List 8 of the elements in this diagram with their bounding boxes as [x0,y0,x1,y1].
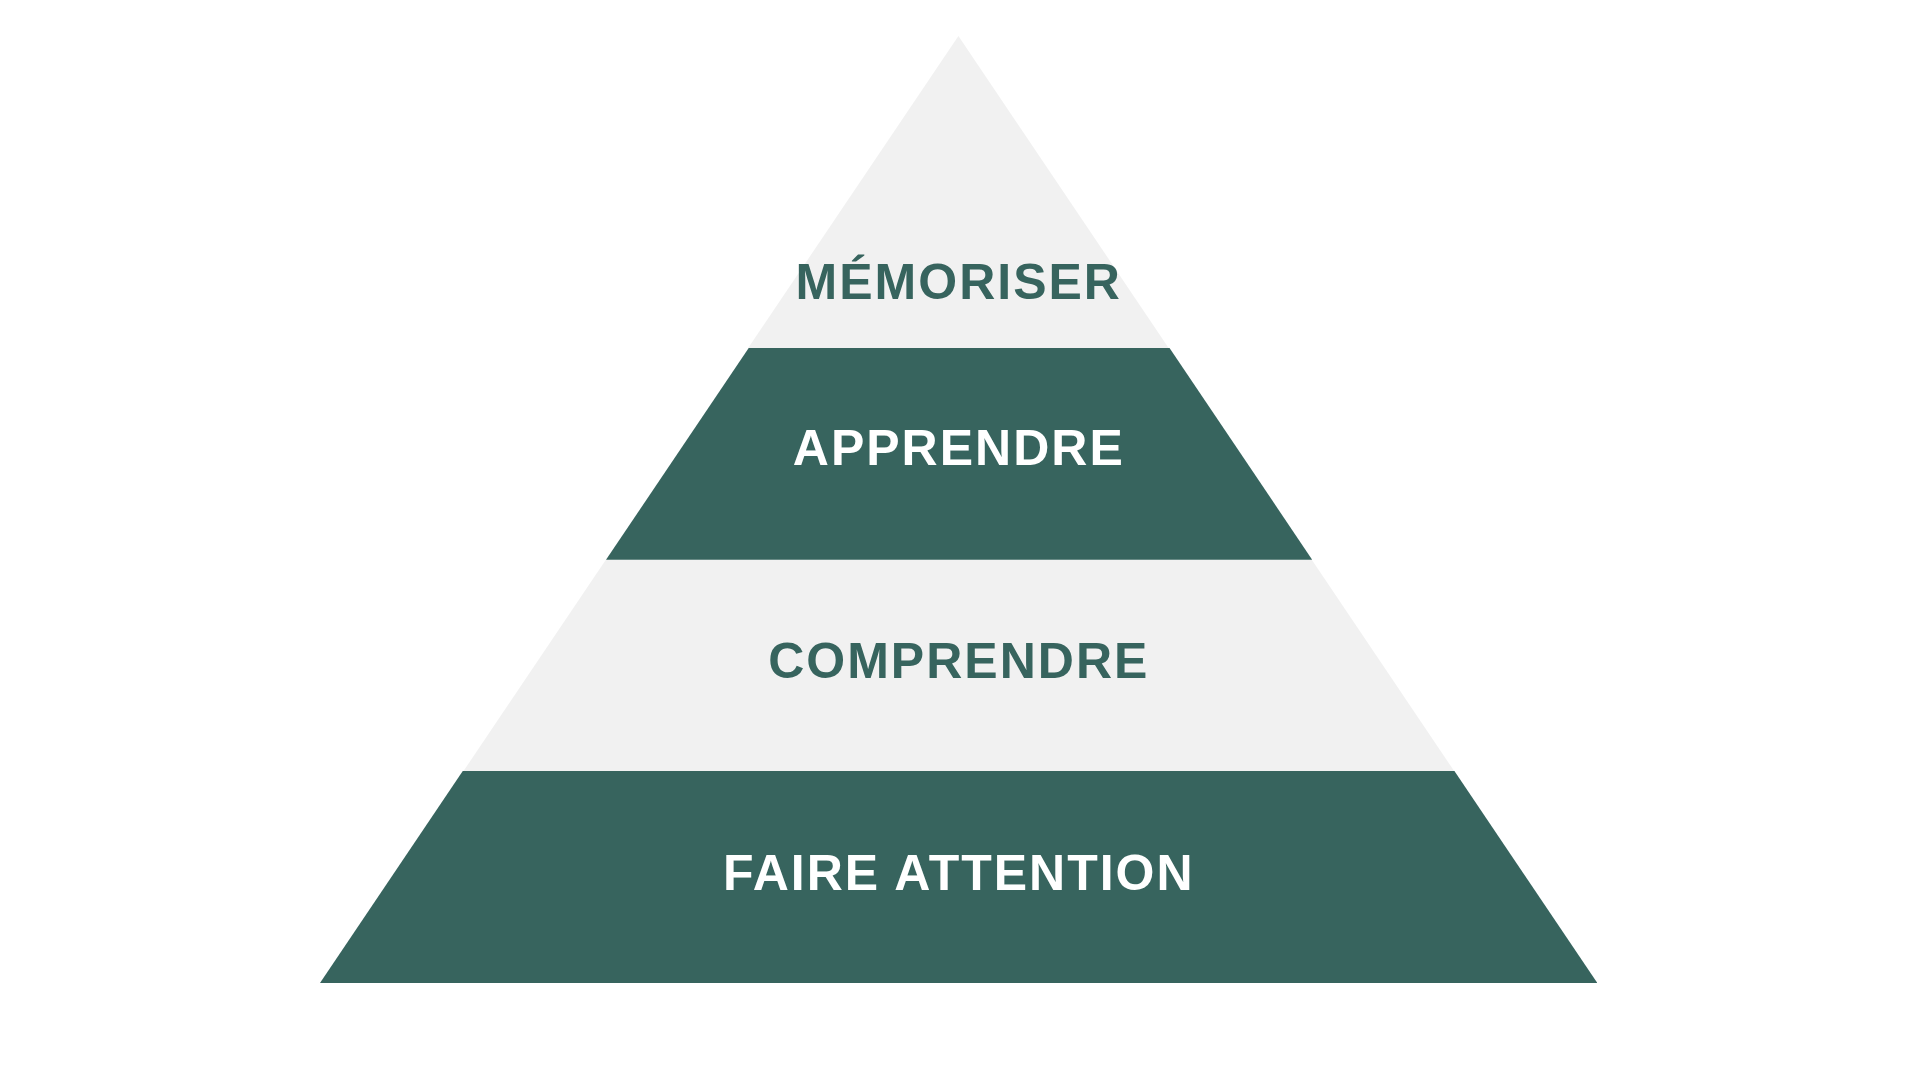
pyramid-tier [462,559,1455,772]
tier-label: MÉMORISER [795,252,1122,312]
pyramid-tier [605,347,1312,560]
pyramid-tier [748,35,1170,348]
pyramid-tier [320,771,1598,984]
tier-label: COMPRENDRE [768,631,1150,691]
tier-label: FAIRE ATTENTION [722,843,1195,903]
tier-label: APPRENDRE [792,418,1125,478]
